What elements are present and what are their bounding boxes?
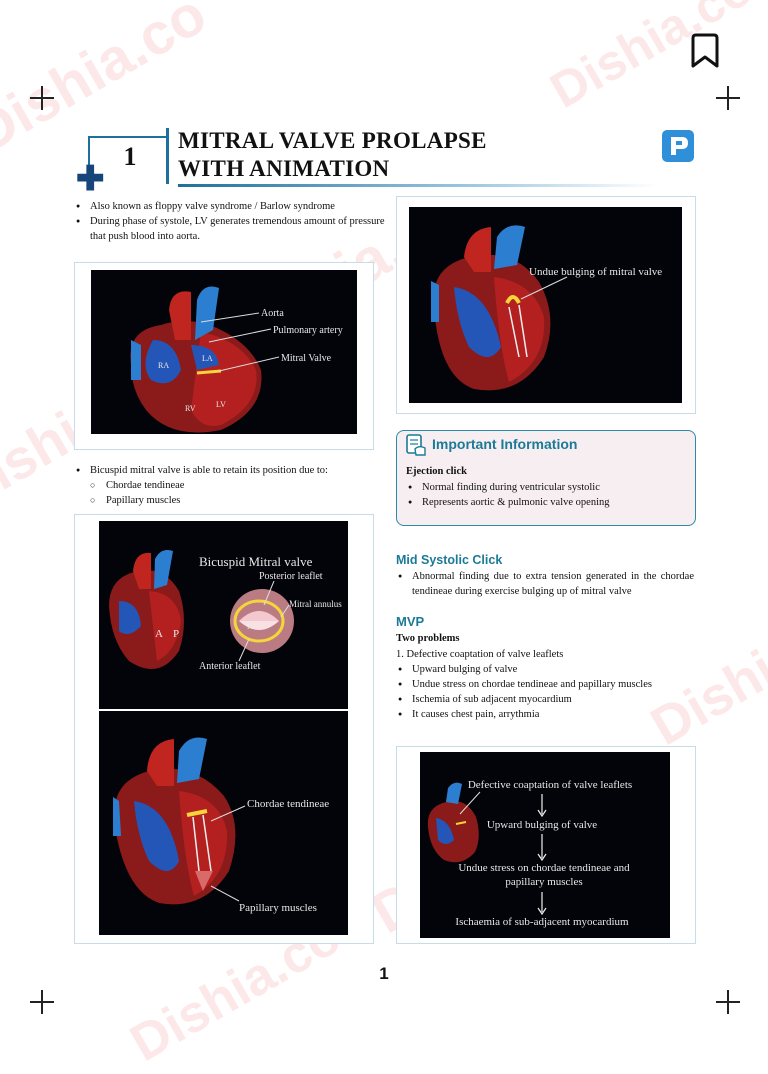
label-mitral-valve: Mitral Valve [281,353,332,364]
info-title: Important Information [432,436,578,452]
flow-step-4: Ischaemia of sub-adjacent myocardium [455,916,629,928]
crop-mark [716,990,740,1014]
info-subheading: Ejection click [406,466,467,477]
mvp-list: Upward bulging of valve Undue stress on … [396,662,694,722]
label-anterior-leaflet: Anterior leaflet [199,661,261,672]
crop-mark [30,990,54,1014]
chapter-title: MITRAL VALVE PROLAPSE WITH ANIMATION [178,127,487,183]
valve-label-a: A [247,621,255,632]
label-undue-bulging: Undue bulging of mitral valve [529,266,662,278]
list-item: Undue stress on chordae tendineae and pa… [396,677,694,692]
intro-bullet-list: Also known as floppy valve syndrome / Ba… [74,199,386,244]
flow-step-3b: papillary muscles [505,876,582,888]
label-lv: LV [216,400,226,409]
plus-icon: ✚ [76,160,105,198]
bicuspid-bullet-list: Bicuspid mitral valve is able to retain … [74,463,386,478]
page-number: 1 [379,964,389,983]
list-item: Also known as floppy valve syndrome / Ba… [74,199,386,214]
list-item: Upward bulging of valve [396,662,694,677]
label-chordae-tendineae: Chordae tendineae [247,798,329,810]
label-papillary-muscles: Papillary muscles [239,902,317,914]
label-pulmonary-artery: Pulmonary artery [273,325,343,336]
mvp-subheading: Two problems [396,633,460,644]
mvp-numbered-item: 1. Defective coaptation of valve leaflet… [396,649,564,660]
chapter-title-line1: MITRAL VALVE PROLAPSE [178,128,487,153]
mid-systolic-heading: Mid Systolic Click [396,553,503,567]
title-divider [166,128,169,184]
bicuspid-sub-list: Chordae tendineae Papillary muscles [76,478,390,508]
label-mitral-annulus: Mitral annulus [289,599,342,609]
label-a: A [155,628,163,640]
list-item: Papillary muscles [90,493,390,508]
list-item: Chordae tendineae [90,478,390,493]
crop-mark [30,86,54,110]
crop-mark [716,86,740,110]
chapter-number-frame [88,136,166,182]
label-la: LA [202,354,213,363]
list-item: Ischemia of sub adjacent myocardium [396,692,694,707]
important-info-box [396,430,696,526]
bicuspid-valve-figure: Bicuspid Mitral valve A P A Posterior le… [99,521,348,709]
info-hand-icon [406,434,426,456]
label-ra: RA [158,361,169,370]
flow-step-1: Defective coaptation of valve leaflets [468,779,632,791]
list-item: Abnormal finding due to extra tension ge… [396,569,694,599]
info-list: Normal finding during ventricular systol… [406,480,688,510]
mid-systolic-list: Abnormal finding due to extra tension ge… [396,569,694,599]
flow-step-3: Undue stress on chordae tendineae and [458,862,630,874]
chapter-title-line2: WITH ANIMATION [178,156,390,181]
list-item: Bicuspid mitral valve is able to retain … [74,463,386,478]
label-p: P [173,628,179,640]
chordae-papillary-figure: Chordae tendineae Papillary muscles [99,711,348,935]
flow-step-2: Upward bulging of valve [487,819,597,831]
mvp-flowchart-figure: Defective coaptation of valve leaflets U… [420,752,670,938]
list-item: During phase of systole, LV generates tr… [74,214,386,244]
chapter-number: 1 [123,142,137,171]
heart-anatomy-figure: Aorta Pulmonary artery Mitral Valve RA L… [91,270,357,434]
list-item: Normal finding during ventricular systol… [406,480,688,495]
list-item: It causes chest pain, arrythmia [396,707,694,722]
title-rule [178,184,658,187]
publisher-logo-icon [662,130,694,162]
label-aorta: Aorta [261,308,284,319]
undue-bulging-figure: Undue bulging of mitral valve [409,207,682,403]
mvp-heading: MVP [396,614,425,629]
label-rv: RV [185,404,196,413]
bookmark-icon[interactable] [690,32,720,70]
list-item: Represents aortic & pulmonic valve openi… [406,495,688,510]
figure-title: Bicuspid Mitral valve [199,554,313,569]
label-posterior-leaflet: Posterior leaflet [259,571,323,582]
